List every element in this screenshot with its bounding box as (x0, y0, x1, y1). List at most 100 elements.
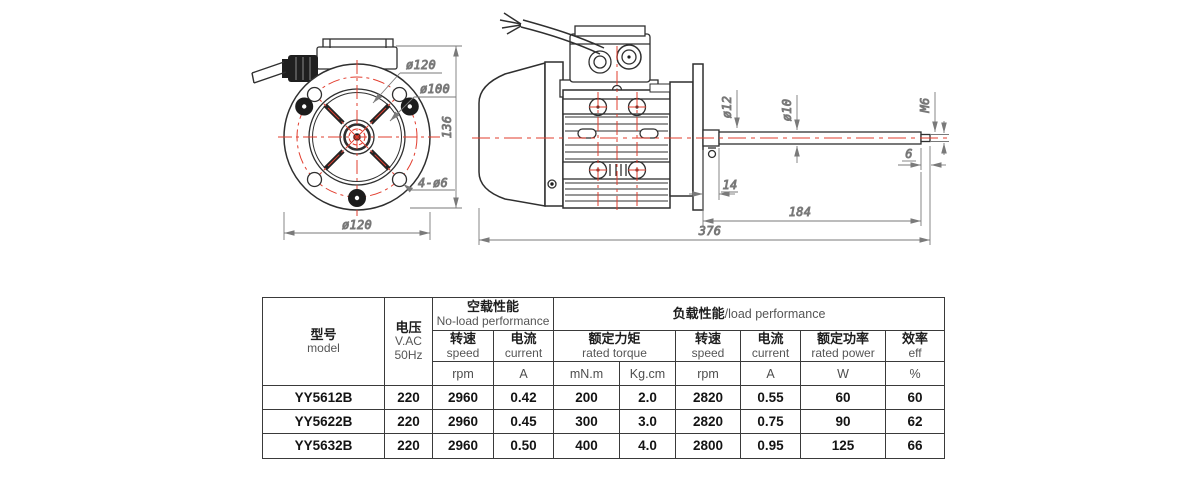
model-header-zh: 型号 (310, 326, 337, 342)
dim-label: ø120 (342, 218, 372, 232)
side-view (472, 12, 948, 214)
front-housing (669, 81, 694, 197)
cell-voltage: 220 (384, 433, 433, 459)
cell-nl-current: 0.42 (492, 385, 555, 410)
dim-bolt-circle: ø100 (389, 82, 456, 122)
col-header-noload-speed: 转速 speed (432, 330, 494, 362)
cell-speed: 2800 (675, 433, 742, 459)
body-slots (577, 128, 659, 139)
flange-plate (692, 63, 704, 211)
technical-drawing: ø120 ø100 4-ø6 ø120 136 (251, 12, 949, 245)
cell-voltage: 220 (384, 409, 433, 434)
cell-eff: 62 (885, 409, 946, 434)
cable-front (251, 61, 287, 84)
cell-torque-mnm: 200 (553, 385, 621, 410)
dim-shoulder-length: 14 (689, 148, 738, 200)
header-row-columns: 转速 speed 电流 current 额定力矩 rated torque 转速… (263, 330, 946, 362)
dim-flange-od-top: ø120 (372, 58, 442, 104)
dim-label: 184 (789, 205, 812, 219)
cell-model: YY5632B (262, 433, 385, 459)
dim-label: 14 (722, 178, 737, 192)
unit-cell: mN.m (553, 361, 621, 386)
unit-cell: A (492, 361, 555, 386)
unit-cell: rpm (432, 361, 494, 386)
cell-eff: 66 (885, 433, 946, 459)
cell-nl-current: 0.50 (492, 433, 555, 459)
dim-label: ø100 (420, 82, 450, 96)
dim-label: ø120 (406, 58, 436, 72)
dim-label: 6 (905, 147, 913, 161)
load-header-zh: 负载性能 (672, 306, 725, 322)
cell-model: YY5612B (262, 385, 385, 410)
dim-total-length: 376 (478, 146, 931, 245)
cell-model: YY5622B (262, 409, 385, 434)
table-row: YY5612B 220 2960 0.42 200 2.0 2820 0.55 … (262, 385, 946, 410)
col-header-voltage: 电压 V.AC 50Hz (384, 297, 433, 386)
voltage-header-zh: 电压 (395, 319, 422, 335)
dim-label: ø10 (780, 99, 794, 122)
dim-label: 376 (698, 224, 722, 238)
dim-label: 4-ø6 (418, 176, 448, 190)
cell-power: 125 (800, 433, 887, 459)
dim-shaft-dia: ø10 (780, 95, 800, 163)
dimensions: ø120 ø100 4-ø6 ø120 136 (283, 45, 949, 245)
table-row: YY5632B 220 2960 0.50 400 4.0 2800 0.95 … (262, 433, 946, 459)
rear-cap (478, 62, 546, 207)
noload-header-en: No-load performance (436, 313, 550, 328)
col-header-load-speed: 转速 speed (675, 330, 742, 362)
cell-torque-mnm: 300 (553, 409, 621, 434)
cell-speed: 2820 (675, 385, 742, 410)
cable-gland-front (282, 55, 318, 82)
dim-label: M6 (918, 97, 932, 113)
unit-cell: Kg.cm (619, 361, 677, 386)
unit-cell: W (800, 361, 887, 386)
dim-thread: M6 (918, 92, 949, 155)
cell-eff: 60 (885, 385, 946, 410)
dim-label: 136 (440, 116, 454, 139)
col-header-noload-current: 电流 current (492, 330, 555, 362)
voltage-header-en1: V.AC (395, 334, 422, 349)
col-header-model: 型号 model (262, 297, 385, 386)
dim-label: ø12 (720, 96, 734, 119)
cell-current: 0.75 (740, 409, 802, 434)
unit-cell: % (885, 361, 946, 386)
group-header-noload: 空载性能 No-load performance (431, 297, 555, 331)
unit-cell: rpm (675, 361, 742, 386)
cell-nl-speed: 2960 (432, 433, 494, 459)
dim-flange-od-bottom: ø120 (283, 212, 431, 240)
model-header-en: model (307, 341, 340, 356)
cell-torque-mnm: 400 (553, 433, 621, 459)
table-row: YY5622B 220 2960 0.45 300 3.0 2820 0.75 … (262, 409, 946, 434)
cell-current: 0.55 (740, 385, 802, 410)
dim-shaft-length: 184 (702, 150, 922, 226)
front-view (251, 38, 440, 216)
load-header-en: /load performance (724, 307, 826, 322)
cell-torque-kgcm: 2.0 (619, 385, 677, 410)
col-header-power: 额定功率 rated power (800, 330, 887, 362)
col-header-eff: 效率 eff (885, 330, 946, 362)
wires (499, 12, 605, 55)
cell-current: 0.95 (740, 433, 802, 459)
voltage-header-en2: 50Hz (394, 347, 423, 362)
dim-holes: 4-ø6 (402, 176, 455, 193)
cell-torque-kgcm: 4.0 (619, 433, 677, 459)
shaft (702, 129, 931, 159)
col-header-load-current: 电流 current (740, 330, 802, 362)
centerlines-side (472, 46, 948, 214)
group-header-load: 负载性能/load performance (553, 297, 946, 331)
cell-torque-kgcm: 3.0 (619, 409, 677, 434)
unit-cell: A (740, 361, 802, 386)
noload-header-zh: 空载性能 (467, 299, 520, 314)
cell-power: 90 (800, 409, 887, 434)
dim-shoulder-dia: ø12 (720, 90, 740, 128)
dim-height: 136 (396, 45, 462, 209)
cell-power: 60 (800, 385, 887, 410)
cell-voltage: 220 (384, 385, 433, 410)
spec-table: 型号 model 电压 V.AC 50Hz 空载性能 No-load perfo… (262, 297, 946, 459)
cell-nl-speed: 2960 (432, 409, 494, 434)
bolt-heads (295, 97, 419, 207)
cell-nl-speed: 2960 (432, 385, 494, 410)
dim-tip-length: 6 (898, 147, 946, 170)
mounting-holes (306, 86, 408, 188)
